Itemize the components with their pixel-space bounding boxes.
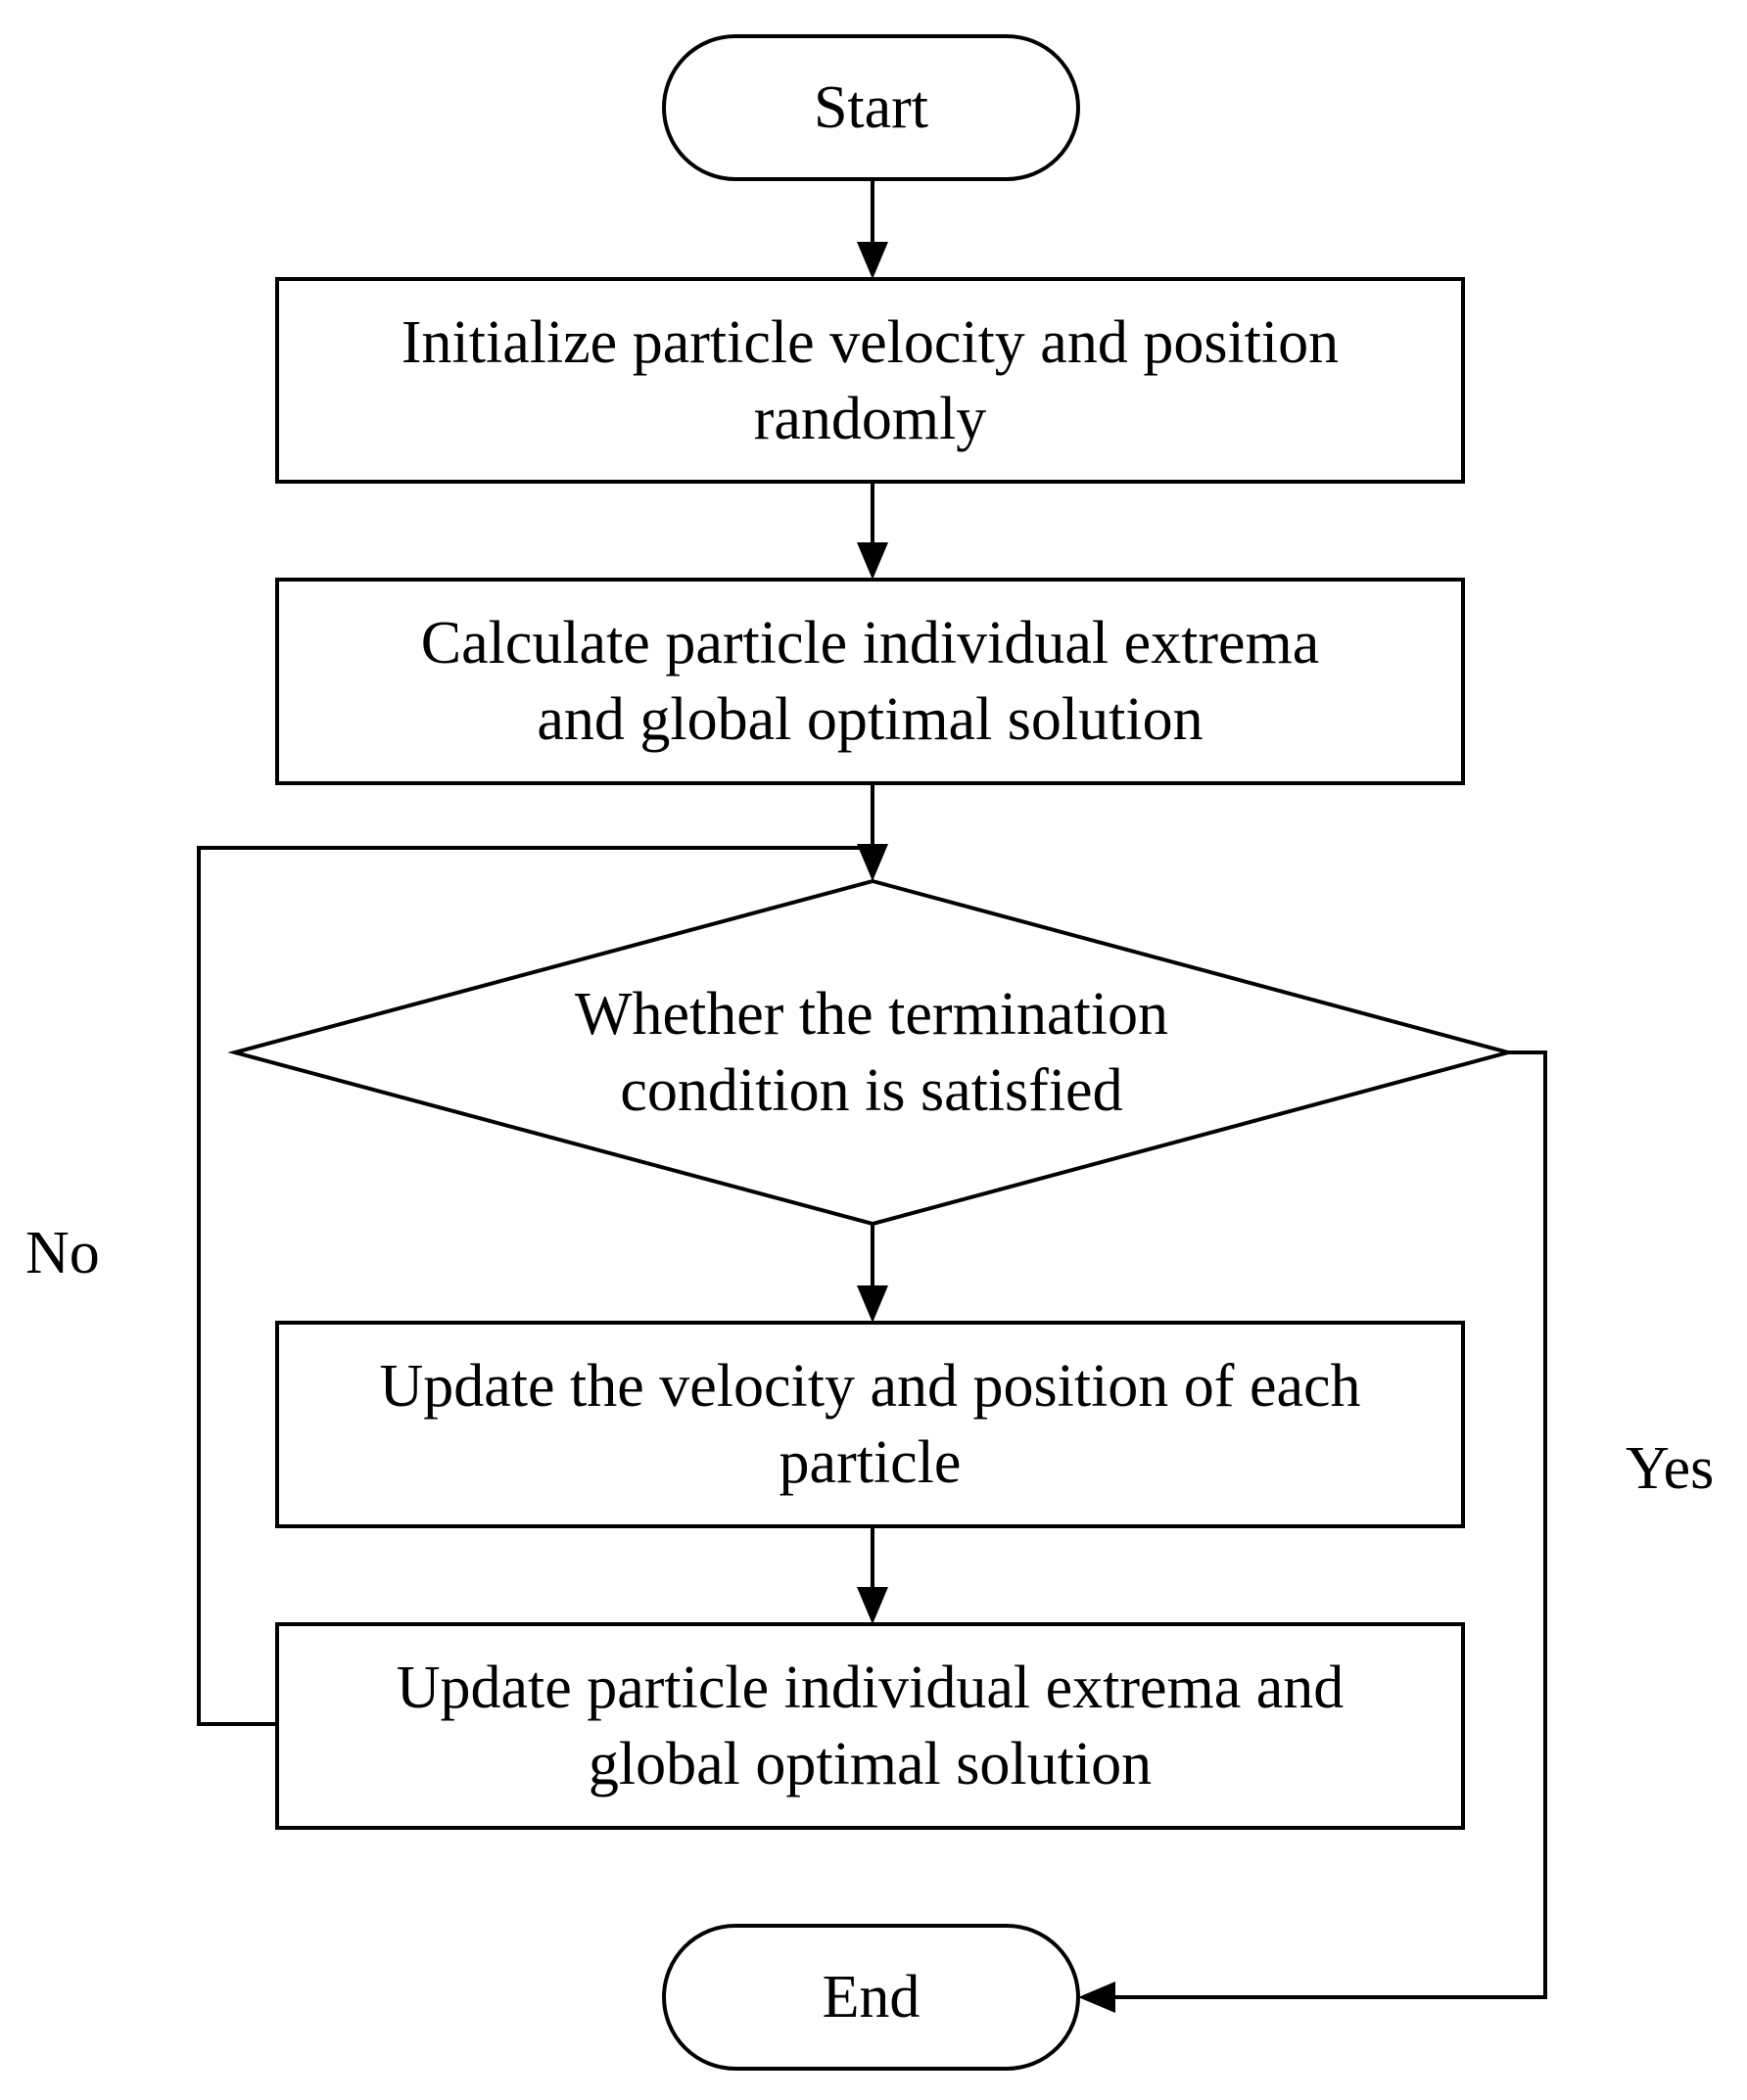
edge-no-loop [197,846,873,1726]
arrowhead-update-extrema [857,1587,888,1624]
arrowhead-end [1078,1982,1115,2013]
update-velocity-box-shape [275,1321,1465,1528]
yes-edge-label: Yes [1626,1435,1715,1502]
edge-yes-to-end [1101,1050,1547,1999]
update-extrema-label: Update particle individual extrema and g… [396,1655,1345,1797]
update-velocity-label: Update the velocity and position of each… [379,1353,1361,1496]
init-label: Initialize particle velocity and positio… [401,308,1340,452]
calc-label: Calculate particle individual extrema an… [420,610,1320,753]
decision-label: Whether the termination condition is sat… [575,981,1168,1124]
no-edge-label: No [25,1220,100,1286]
calc-box-shape [275,578,1465,785]
arrowhead-loop [857,844,888,881]
arrowhead-update-velocity [857,1285,888,1323]
arrowhead-calc [857,542,888,580]
start-label: Start [813,74,929,141]
init-box-shape [275,277,1465,484]
arrowhead-init [857,242,888,279]
end-label: End [822,1964,921,2030]
